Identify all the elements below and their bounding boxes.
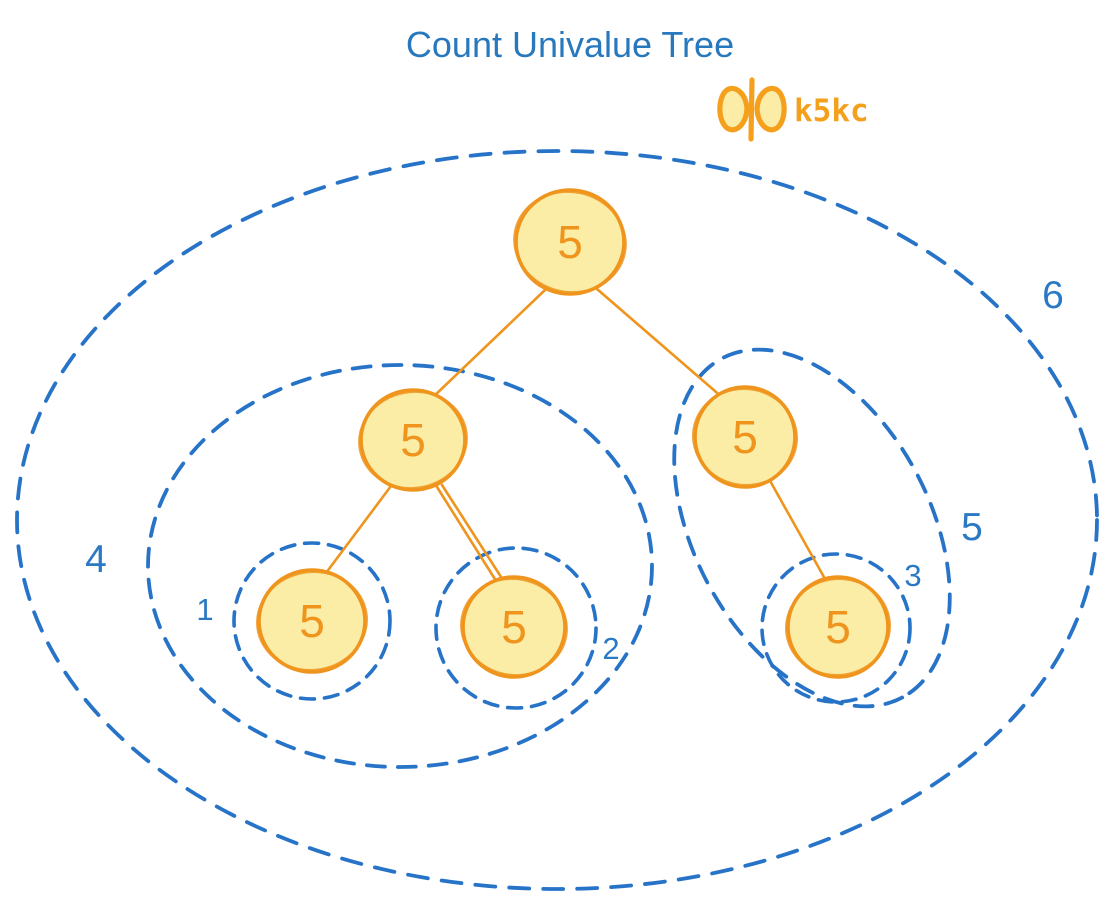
- page-title: Count Univalue Tree: [406, 24, 734, 65]
- region-left-subtree: [146, 363, 654, 769]
- node-root-value: 5: [557, 216, 583, 268]
- edge-left-leftleft: [321, 484, 393, 579]
- node-left-right: 5: [460, 575, 568, 679]
- count-regions: [15, 149, 1099, 891]
- edge-root-left: [430, 288, 547, 400]
- count-label-5: 5: [961, 506, 983, 549]
- region-right-subtree: [672, 347, 952, 709]
- count-label-3: 3: [904, 558, 921, 593]
- count-label-4: 4: [85, 538, 107, 581]
- region-left-left-leaf: [232, 541, 392, 701]
- node-right-right: 5: [784, 575, 892, 679]
- count-label-1: 1: [196, 592, 213, 627]
- node-right-right-value: 5: [825, 601, 851, 653]
- tree-nodes: 5 5 5 5 5: [256, 188, 892, 679]
- node-left-left: 5: [256, 568, 368, 674]
- node-left-left-value: 5: [299, 595, 325, 647]
- node-left-right-value: 5: [501, 601, 527, 653]
- edge-left-leftright: [435, 485, 500, 586]
- tree-edges: [321, 287, 831, 588]
- edge-left-leftright-sketchline: [440, 483, 505, 582]
- node-left-value: 5: [400, 414, 426, 466]
- count-label-2: 2: [602, 631, 619, 666]
- count-label-6: 6: [1042, 274, 1064, 317]
- node-right-value: 5: [732, 411, 758, 463]
- region-right-right-leaf: [760, 552, 912, 704]
- node-left: 5: [358, 388, 468, 492]
- logo-text: k5kc: [794, 93, 869, 129]
- butterfly-icon: [717, 77, 787, 142]
- count-labels: 1 2 3 4 5 6: [85, 274, 1064, 666]
- region-whole-tree: [15, 149, 1099, 891]
- edge-right-rightright: [767, 477, 831, 588]
- k5kc-logo: k5kc: [717, 77, 869, 142]
- region-left-right-leaf: [434, 546, 598, 710]
- edge-root-right: [595, 287, 725, 400]
- node-root: 5: [513, 188, 627, 296]
- node-right: 5: [691, 385, 799, 489]
